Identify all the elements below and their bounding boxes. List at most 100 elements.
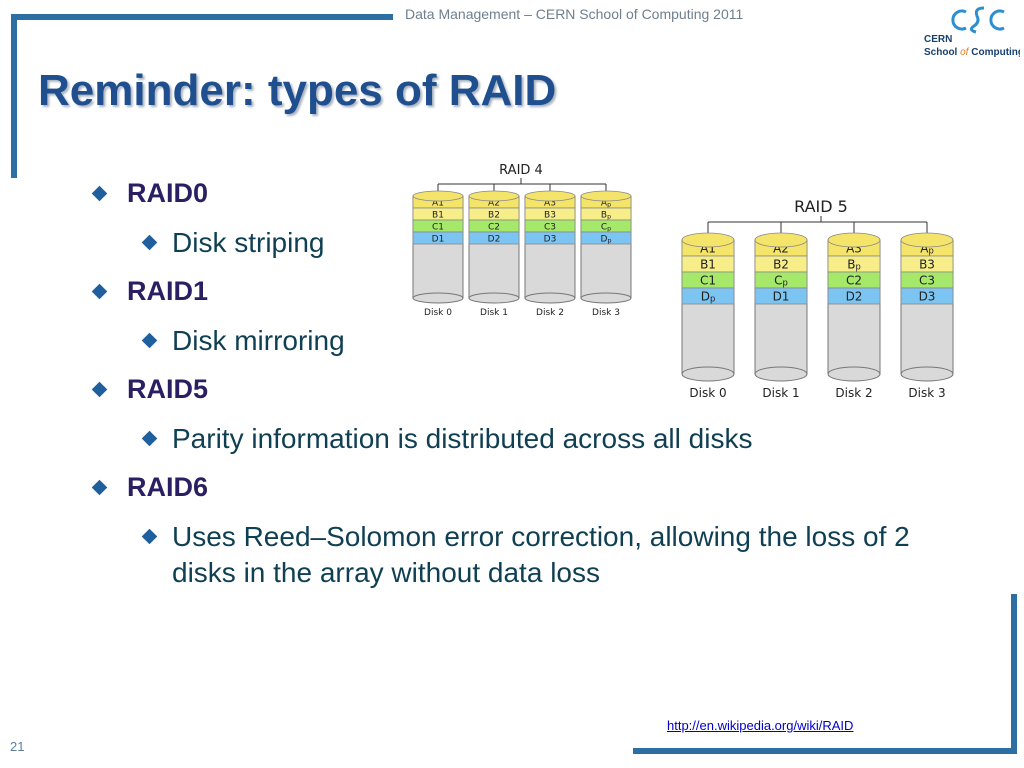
csc-logo-icon: CERN School of Computing: [924, 6, 1020, 58]
bullet-label: RAID1: [127, 276, 209, 306]
frame-top-bar: [11, 14, 393, 20]
disk-base: [754, 366, 808, 382]
sub-bullet-text: Disk mirroring: [172, 325, 345, 356]
disk-top: [900, 232, 954, 248]
disk-block: [524, 231, 576, 245]
block-label: C1: [432, 222, 444, 232]
sub-bullet-raid0: Disk striping: [90, 225, 960, 261]
disk-label: Disk 2: [536, 308, 564, 318]
disk-top: [524, 190, 576, 202]
bullet-raid5: RAID5: [90, 372, 960, 406]
frame-right-bar: [1011, 594, 1017, 754]
block-label: D1: [773, 289, 790, 303]
frame-bottom-bar: [633, 748, 1017, 754]
block-label: Bp: [847, 257, 861, 271]
block-label: C3: [544, 222, 556, 232]
diamond-bullet-icon: [141, 234, 158, 251]
disk-base: [900, 366, 954, 382]
block-label: Dp: [701, 289, 716, 303]
block-label: D1: [432, 234, 445, 244]
block-label: A2: [488, 198, 500, 208]
block-label: Cp: [774, 273, 788, 287]
bullet-raid6: RAID6: [90, 470, 960, 504]
diagram-title: RAID 4: [499, 163, 543, 178]
disk-label: Disk 3: [592, 308, 620, 318]
sub-bullet-raid6: Uses Reed–Solomon error correction, allo…: [90, 519, 960, 591]
diamond-bullet-icon: [91, 381, 108, 398]
bullet-label: RAID5: [127, 374, 209, 404]
disk-base: [468, 292, 520, 304]
diamond-bullet-icon: [141, 430, 158, 447]
block-label: D3: [544, 234, 557, 244]
disk-block: [681, 287, 735, 305]
header-text: Data Management – CERN School of Computi…: [405, 6, 744, 22]
block-label: C2: [488, 222, 500, 232]
disk-top: [681, 232, 735, 248]
diamond-bullet-icon: [91, 479, 108, 496]
diamond-bullet-icon: [91, 185, 108, 202]
block-label: C1: [700, 273, 716, 287]
disk-block: [412, 231, 464, 245]
bullet-raid1: RAID1: [90, 274, 960, 308]
disk-base: [412, 292, 464, 304]
block-label: D3: [919, 289, 936, 303]
bullet-label: RAID0: [127, 178, 209, 208]
block-label: Ap: [601, 198, 611, 208]
block-label: B1: [432, 210, 444, 220]
disk-top: [754, 232, 808, 248]
disk-label: Disk 3: [908, 386, 945, 400]
slide-title: Reminder: types of RAID: [38, 66, 557, 115]
block-label: A3: [544, 198, 556, 208]
disk-block: [827, 287, 881, 305]
disk-label: Disk 0: [689, 386, 726, 400]
block-label: D2: [846, 289, 863, 303]
disk-base: [580, 292, 632, 304]
block-label: B3: [919, 257, 935, 271]
sub-bullet-text: Parity information is distributed across…: [172, 423, 753, 454]
logo-line2: School of Computing: [924, 47, 1020, 58]
block-label: Ap: [920, 241, 934, 255]
sub-bullet-text: Disk striping: [172, 227, 325, 258]
disk-base: [681, 366, 735, 382]
disk-top: [468, 190, 520, 202]
block-label: Bp: [601, 210, 611, 220]
block-label: B2: [488, 210, 500, 220]
block-label: Dp: [601, 234, 612, 244]
disk-block: [754, 287, 808, 305]
disk-label: Disk 2: [835, 386, 872, 400]
sub-bullet-raid1: Disk mirroring: [90, 323, 960, 359]
frame-left-bar: [11, 14, 17, 178]
logo-line1: CERN: [924, 34, 952, 45]
block-label: D2: [488, 234, 501, 244]
block-label: Cp: [601, 222, 611, 232]
disk-top: [580, 190, 632, 202]
disk-block: [900, 287, 954, 305]
disk-label: Disk 1: [762, 386, 799, 400]
disk-label: Disk 1: [480, 308, 508, 318]
diamond-bullet-icon: [91, 283, 108, 300]
sub-bullet-text: Uses Reed–Solomon error correction, allo…: [172, 521, 910, 588]
sub-bullet-raid5: Parity information is distributed across…: [90, 421, 960, 457]
diagram-title: RAID 5: [794, 197, 848, 216]
diamond-bullet-icon: [141, 332, 158, 349]
source-link[interactable]: http://en.wikipedia.org/wiki/RAID: [667, 718, 854, 733]
block-label: B1: [700, 257, 716, 271]
disk-top: [827, 232, 881, 248]
block-label: B3: [544, 210, 556, 220]
block-label: C3: [919, 273, 935, 287]
slide-number: 21: [10, 739, 25, 754]
disk-block: [580, 231, 632, 245]
block-label: C2: [846, 273, 862, 287]
bullet-list: RAID0 Disk striping RAID1 Disk mirroring…: [90, 176, 960, 604]
disk-base: [827, 366, 881, 382]
